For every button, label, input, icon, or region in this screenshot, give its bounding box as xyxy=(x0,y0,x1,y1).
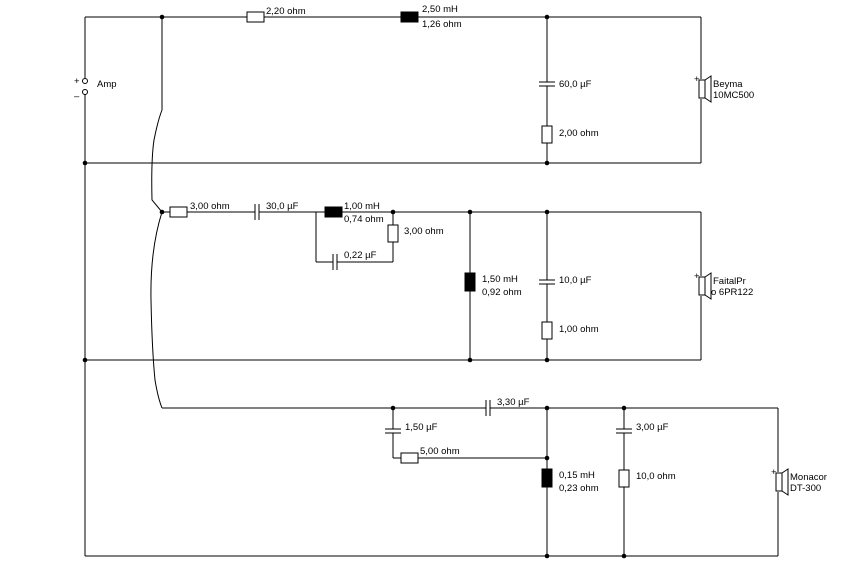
woofer-series-inductor-dcr: 1,26 ohm xyxy=(422,19,462,30)
mid-speaker-model: o 6PR122 xyxy=(711,287,753,298)
woofer-series-resistor[interactable] xyxy=(246,11,265,23)
tweeter-parallel-resistor[interactable] xyxy=(400,452,419,464)
woofer-shunt-capacitor-label: 60,0 µF xyxy=(559,79,592,90)
mid-speaker-name: FaitalPr xyxy=(713,276,746,287)
tweeter-speaker-name: Monacor xyxy=(790,472,827,483)
mid-notch-capacitor-label: 0,22 µF xyxy=(344,250,377,261)
tweeter-parallel-capacitor-label: 1,50 µF xyxy=(405,422,438,433)
woofer-series-inductor-value: 2,50 mH xyxy=(422,4,458,15)
mid-notch-resistor[interactable] xyxy=(387,224,399,243)
amp-minus-sign: – xyxy=(74,91,80,102)
mid-series-inductor-value: 1,00 mH xyxy=(344,201,380,212)
tweeter-shunt-inductor-dcr: 0,23 ohm xyxy=(559,483,599,494)
section-midrange: 3,00 ohm 30,0 µF 1,00 mH 0,74 ohm 3,00 o… xyxy=(82,201,753,363)
amp-plus-terminal[interactable] xyxy=(82,78,88,84)
tweeter-shunt-resistor-label: 10,0 ohm xyxy=(636,471,676,482)
tweeter-shunt-resistor[interactable] xyxy=(618,469,630,488)
mid-notch-resistor-label: 3,00 ohm xyxy=(404,226,444,237)
woofer-speaker-name: Beyma xyxy=(713,79,743,90)
amp-terminals: + – Amp xyxy=(74,17,117,556)
tweeter-parallel-resistor-label: 5,00 ohm xyxy=(420,446,460,457)
section-tweeter: 3,30 µF 1,50 µF 5,00 ohm 0,15 mH 0,23 oh… xyxy=(85,397,827,559)
section-woofer: 2,20 ohm 2,50 mH 1,26 ohm 60,0 µF 2,00 o… xyxy=(82,4,754,166)
mid-speaker-plus: + xyxy=(694,271,700,282)
woofer-shunt-resistor-label: 2,00 ohm xyxy=(559,128,599,139)
woofer-speaker-plus: + xyxy=(694,74,700,85)
tweeter-shunt-inductor[interactable] xyxy=(541,468,553,488)
mid-series-capacitor-label: 30,0 µF xyxy=(266,201,299,212)
tweeter-series-capacitor-label: 3,30 µF xyxy=(497,397,530,408)
amp-minus-terminal[interactable] xyxy=(82,89,88,95)
mid-series-inductor-dcr: 0,74 ohm xyxy=(344,214,384,225)
tweeter-shunt-inductor-value: 0,15 mH xyxy=(559,470,595,481)
woofer-series-inductor[interactable] xyxy=(400,11,419,23)
mid-shunt-resistor-label: 1,00 ohm xyxy=(559,324,599,335)
mid-shunt-inductor[interactable] xyxy=(464,272,476,292)
tweeter-shunt-capacitor-label: 3,00 µF xyxy=(636,422,669,433)
mid-shunt-resistor[interactable] xyxy=(541,321,553,340)
mid-series-inductor[interactable] xyxy=(324,206,343,218)
amp-label: Amp xyxy=(97,79,117,90)
mid-series-resistor[interactable] xyxy=(169,206,188,218)
feed-wire xyxy=(150,17,163,409)
tweeter-speaker-icon[interactable] xyxy=(775,472,783,492)
mid-shunt-inductor-value: 1,50 mH xyxy=(482,274,518,285)
mid-shunt-inductor-dcr: 0,92 ohm xyxy=(482,287,522,298)
mid-series-resistor-label: 3,00 ohm xyxy=(190,201,230,212)
amp-plus-sign: + xyxy=(74,76,80,87)
mid-shunt-capacitor-label: 10,0 µF xyxy=(559,275,592,286)
woofer-speaker-icon[interactable] xyxy=(698,79,706,99)
woofer-shunt-resistor[interactable] xyxy=(541,125,553,144)
tweeter-speaker-plus: + xyxy=(771,467,777,478)
tweeter-speaker-model: DT-300 xyxy=(790,483,821,494)
mid-speaker-icon[interactable] xyxy=(698,276,706,296)
woofer-series-resistor-label: 2,20 ohm xyxy=(266,6,306,17)
woofer-speaker-model: 10MC500 xyxy=(713,90,754,101)
